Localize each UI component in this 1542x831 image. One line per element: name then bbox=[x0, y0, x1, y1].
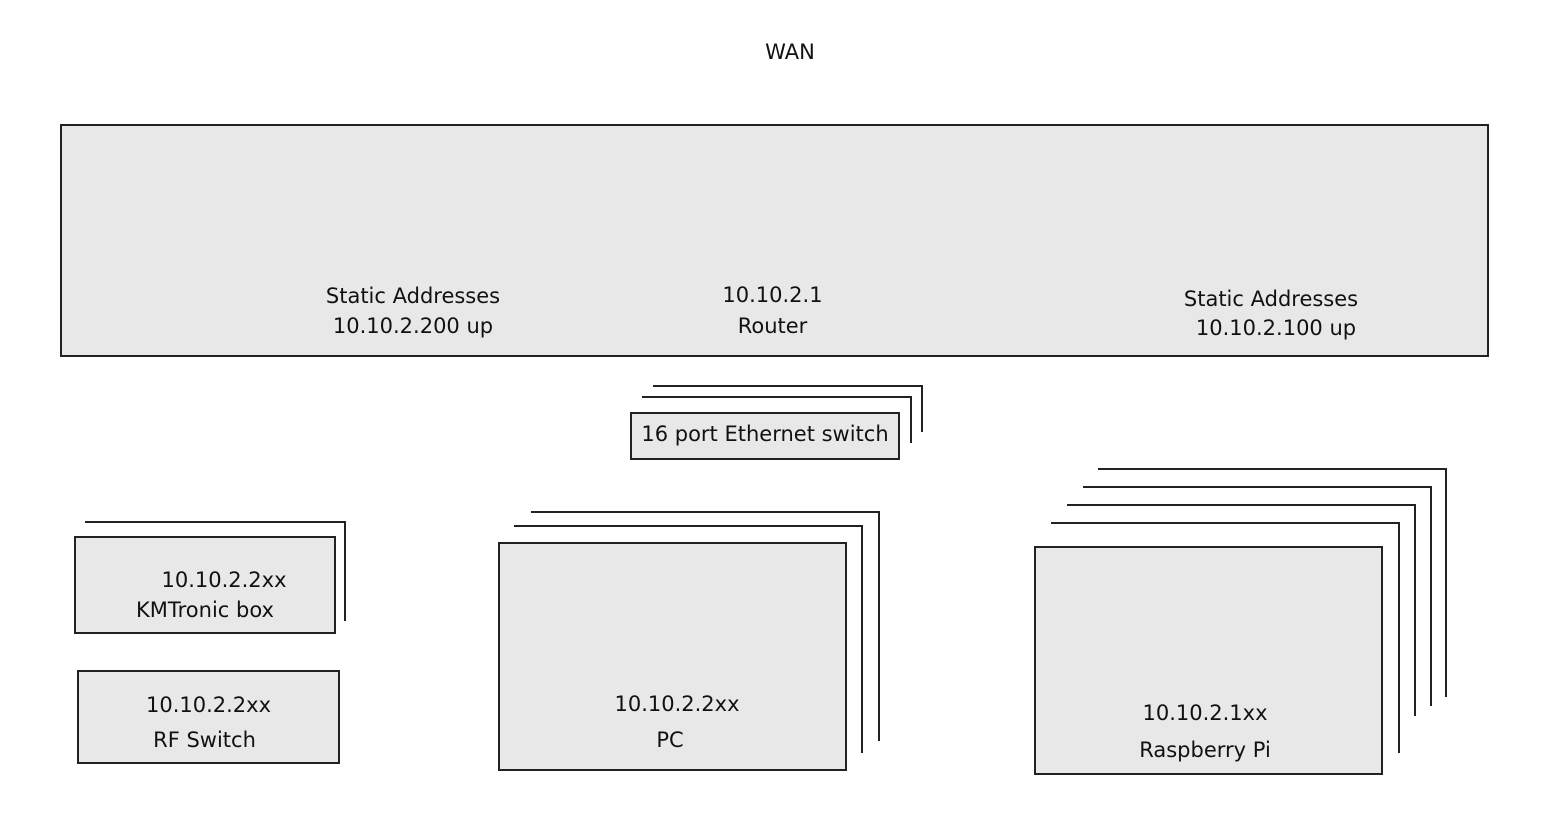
static-addresses-left-range: 10.10.2.200 up bbox=[332, 314, 494, 338]
router-ip: 10.10.2.1 bbox=[722, 283, 823, 307]
raspberry-pi-label: Raspberry Pi bbox=[1139, 738, 1271, 762]
pc-stack-layer bbox=[531, 511, 880, 741]
wan-label: WAN bbox=[765, 40, 815, 64]
kmtronic-stack-layer bbox=[85, 521, 346, 621]
rf-switch-box bbox=[77, 670, 340, 764]
router-label: Router bbox=[737, 314, 808, 338]
static-addresses-left-title: Static Addresses bbox=[325, 284, 501, 308]
raspberry-pi-stack-layer bbox=[1067, 504, 1416, 716]
raspberry-pi-ip: 10.10.2.1xx bbox=[1142, 701, 1268, 725]
rf-switch-label: RF Switch bbox=[153, 728, 256, 752]
pc-label: PC bbox=[656, 728, 684, 752]
switch-stack-layer bbox=[653, 385, 923, 432]
kmtronic-ip: 10.10.2.2xx bbox=[161, 568, 287, 592]
kmtronic-label: KMTronic box bbox=[136, 598, 274, 622]
pc-box bbox=[498, 542, 847, 771]
raspberry-pi-stack-layer bbox=[1083, 486, 1432, 706]
static-addresses-right-title: Static Addresses bbox=[1183, 287, 1359, 311]
raspberry-pi-box bbox=[1034, 546, 1383, 775]
ethernet-switch bbox=[630, 412, 900, 460]
raspberry-pi-stack-layer bbox=[1098, 468, 1447, 697]
static-addresses-right-range: 10.10.2.100 up bbox=[1195, 316, 1357, 340]
pc-ip: 10.10.2.2xx bbox=[614, 692, 740, 716]
pc-stack-layer bbox=[514, 525, 863, 753]
switch-stack-layer bbox=[642, 396, 912, 443]
rf-switch-ip: 10.10.2.2xx bbox=[145, 693, 272, 717]
ethernet-switch-label: 16 port Ethernet switch bbox=[641, 422, 889, 446]
router-panel bbox=[60, 124, 1489, 357]
kmtronic-box bbox=[74, 536, 336, 634]
raspberry-pi-stack-layer bbox=[1051, 522, 1400, 753]
